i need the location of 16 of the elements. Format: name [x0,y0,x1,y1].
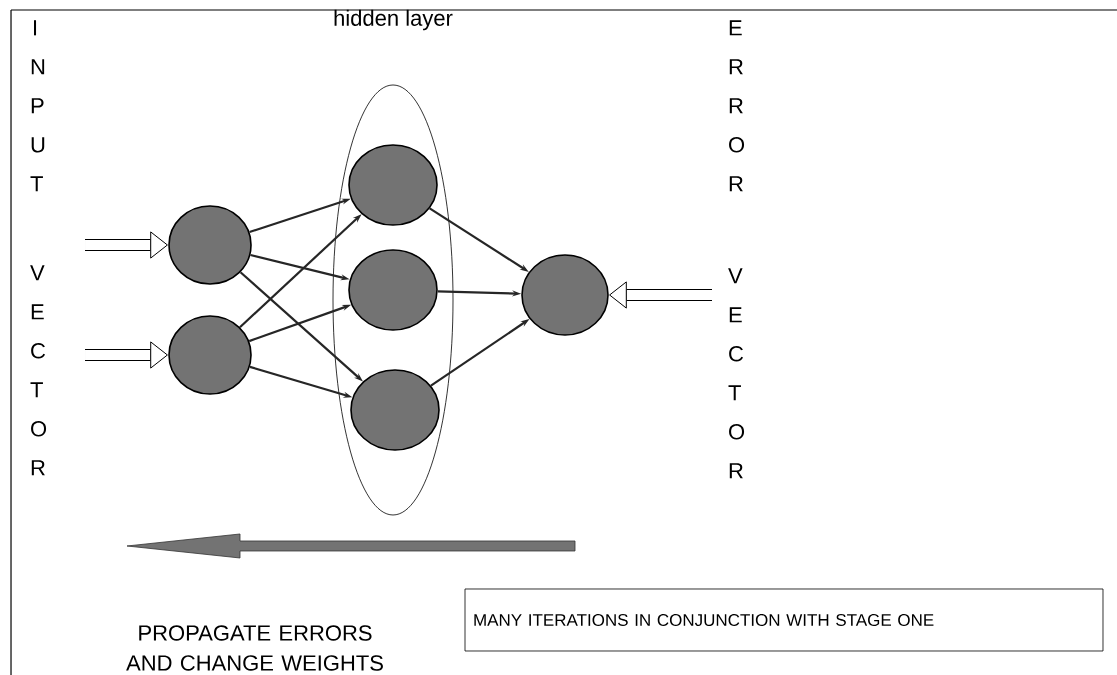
neuron-circle [168,205,252,285]
vertical-label: VECTOR [728,268,745,479]
block-arrow [85,231,168,259]
neuron-circle [350,369,440,451]
note-box: MANY ITERATIONS IN CONJUNCTION WITH STAGE ONE [464,588,1104,652]
vertical-label: VECTOR [30,265,47,476]
vertical-label: INPUT [30,20,45,192]
neuron-circle [168,315,252,395]
layer-heading: hidden layer [334,9,453,31]
neuron-circle [348,249,438,331]
block-arrow [85,341,168,369]
vertical-label: ERROR [729,20,745,192]
block-arrow [609,281,712,309]
caption-text: PROPAGATE ERRORS AND CHANGE WEIGHTS [126,625,383,671]
neuron-circle [348,144,438,226]
neuron-circle [521,254,609,336]
